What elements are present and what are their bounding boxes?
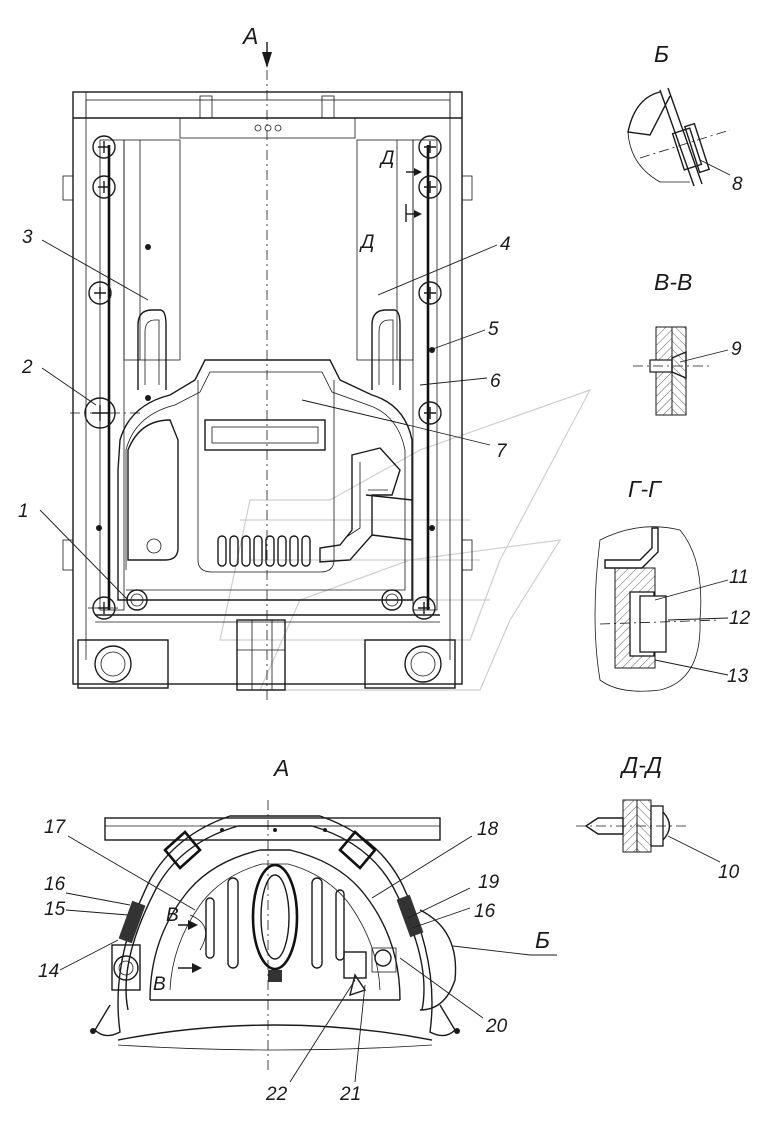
callout-20: 20 — [485, 1016, 508, 1037]
view-a-title: А — [272, 755, 289, 781]
callout-1: 1 — [18, 501, 29, 522]
top-view — [62, 42, 473, 700]
section-d-mark-upper: Д — [379, 148, 394, 169]
callout-10: 10 — [718, 862, 740, 883]
callout-9: 9 — [731, 339, 742, 360]
callout-14: 14 — [38, 961, 59, 982]
callout-6: 6 — [490, 371, 501, 392]
detail-b-view — [627, 87, 731, 187]
callout-17: 17 — [44, 817, 67, 838]
section-vv-view — [633, 326, 729, 416]
top-view-leaders — [39, 239, 498, 601]
section-vv-title: В-В — [654, 269, 692, 295]
callout-22: 22 — [265, 1084, 288, 1105]
view-a-arrow-label: А — [241, 23, 258, 49]
bottom-view-leaders — [59, 835, 557, 1083]
callout-16-left: 16 — [44, 874, 66, 895]
callout-16-right: 16 — [474, 901, 496, 922]
section-dd-title: Д-Д — [619, 752, 662, 778]
callout-19: 19 — [478, 872, 500, 893]
callout-11: 11 — [729, 567, 749, 588]
detail-b-title: Б — [654, 41, 669, 67]
callout-8: 8 — [732, 174, 743, 195]
detail-b-reference: Б — [535, 927, 550, 953]
bottom-view — [90, 800, 460, 1070]
callout-7: 7 — [496, 441, 508, 462]
floor-ribs — [217, 535, 311, 567]
callout-15: 15 — [44, 899, 66, 920]
callout-12: 12 — [729, 608, 751, 629]
callout-3: 3 — [22, 227, 33, 248]
section-v-mark-upper: В — [166, 905, 179, 926]
section-dd-view — [576, 799, 721, 863]
callout-21: 21 — [339, 1084, 361, 1105]
section-gg-view — [594, 526, 729, 692]
callout-13: 13 — [727, 666, 749, 687]
section-gg-title: Г-Г — [628, 476, 662, 502]
callout-4: 4 — [500, 234, 511, 255]
callout-5: 5 — [488, 319, 499, 340]
callout-2: 2 — [21, 357, 33, 378]
section-d-mark-lower: Д — [359, 232, 374, 253]
callout-18: 18 — [477, 819, 499, 840]
section-v-mark-lower: В — [153, 974, 166, 995]
